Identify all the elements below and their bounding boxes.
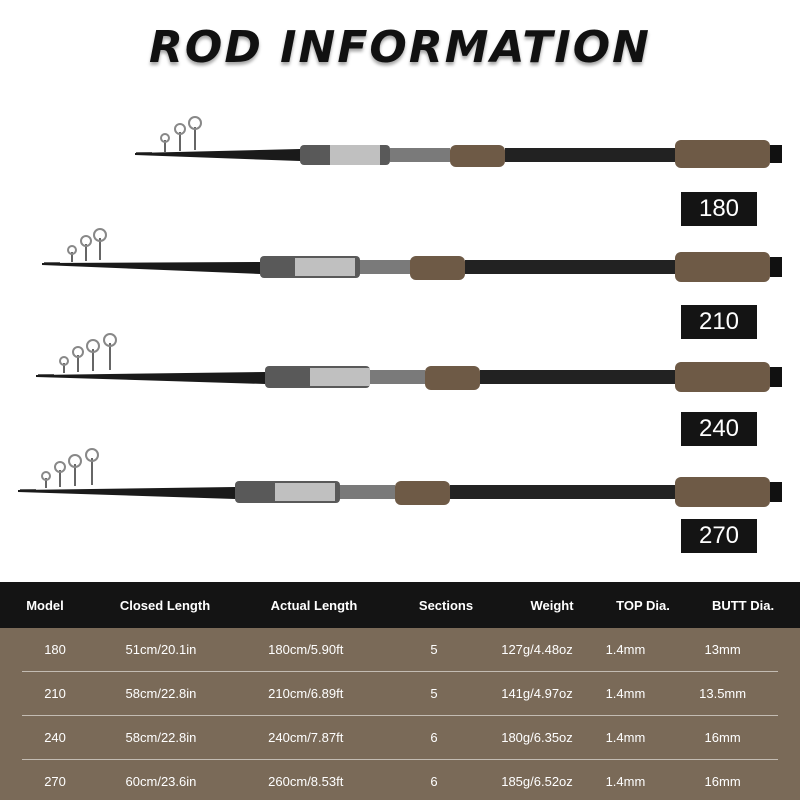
rod-image-210	[42, 228, 782, 282]
cell-actual-length: 240cm/7.87ft	[268, 730, 344, 745]
rod-model-badge: 240	[681, 412, 757, 446]
header-weight: Weight	[530, 597, 574, 613]
cell-weight: 185g/6.52oz	[501, 774, 573, 789]
header-top-dia: TOP Dia.	[616, 597, 670, 613]
cell-top-dia: 1.4mm	[605, 642, 646, 657]
cell-weight: 127g/4.48oz	[501, 642, 573, 657]
rod-model-badge: 210	[681, 305, 757, 339]
cell-butt-dia: 13mm	[704, 642, 741, 657]
table-row: 180 51cm/20.1in 180cm/5.90ft 5 127g/4.48…	[22, 628, 778, 672]
rod-tip-guides	[20, 448, 99, 491]
cell-actual-length: 210cm/6.89ft	[268, 686, 344, 701]
cell-top-dia: 1.4mm	[605, 686, 646, 701]
cell-closed-length: 51cm/20.1in	[125, 642, 197, 657]
table-row: 210 58cm/22.8in 210cm/6.89ft 5 141g/4.97…	[22, 672, 778, 716]
cell-sections: 6	[430, 774, 438, 789]
page-title: ROD INFORMATION	[149, 22, 651, 73]
header-model: Model	[26, 597, 64, 613]
header-butt-dia: BUTT Dia.	[711, 597, 775, 613]
cell-closed-length: 60cm/23.6in	[125, 774, 197, 789]
spec-table: Model Closed Length Actual Length Sectio…	[0, 582, 800, 800]
rod-tip-guides	[136, 116, 202, 154]
table-header: Model Closed Length Actual Length Sectio…	[0, 582, 800, 628]
cell-butt-dia: 16mm	[704, 730, 741, 745]
cell-sections: 6	[430, 730, 438, 745]
rod-image-240	[36, 333, 782, 392]
rod-image-180	[135, 116, 782, 168]
header-closed-length: Closed Length	[119, 597, 211, 613]
rod-image-270	[18, 448, 782, 507]
cell-actual-length: 180cm/5.90ft	[268, 642, 344, 657]
rod-model-badge: 270	[681, 519, 757, 553]
cell-closed-length: 58cm/22.8in	[125, 730, 197, 745]
cell-sections: 5	[430, 642, 438, 657]
cell-model: 210	[44, 686, 66, 701]
rod-model-badge: 180	[681, 192, 757, 226]
cell-weight: 141g/4.97oz	[501, 686, 573, 701]
cell-model: 240	[44, 730, 66, 745]
cell-actual-length: 260cm/8.53ft	[268, 774, 344, 789]
cell-closed-length: 58cm/22.8in	[125, 686, 197, 701]
cell-model: 180	[44, 642, 66, 657]
rod-tip-guides	[44, 228, 107, 264]
cell-weight: 180g/6.35oz	[501, 730, 573, 745]
header-actual-length: Actual Length	[270, 597, 358, 613]
table-row: 270 60cm/23.6in 260cm/8.53ft 6 185g/6.52…	[22, 760, 778, 803]
header-sections: Sections	[418, 597, 474, 613]
cell-butt-dia: 13.5mm	[699, 686, 747, 701]
cell-top-dia: 1.4mm	[605, 730, 646, 745]
cell-butt-dia: 16mm	[704, 774, 741, 789]
cell-sections: 5	[430, 686, 438, 701]
rod-tip-guides	[38, 333, 117, 376]
cell-top-dia: 1.4mm	[605, 774, 646, 789]
table-row: 240 58cm/22.8in 240cm/7.87ft 6 180g/6.35…	[22, 716, 778, 760]
cell-model: 270	[44, 774, 66, 789]
